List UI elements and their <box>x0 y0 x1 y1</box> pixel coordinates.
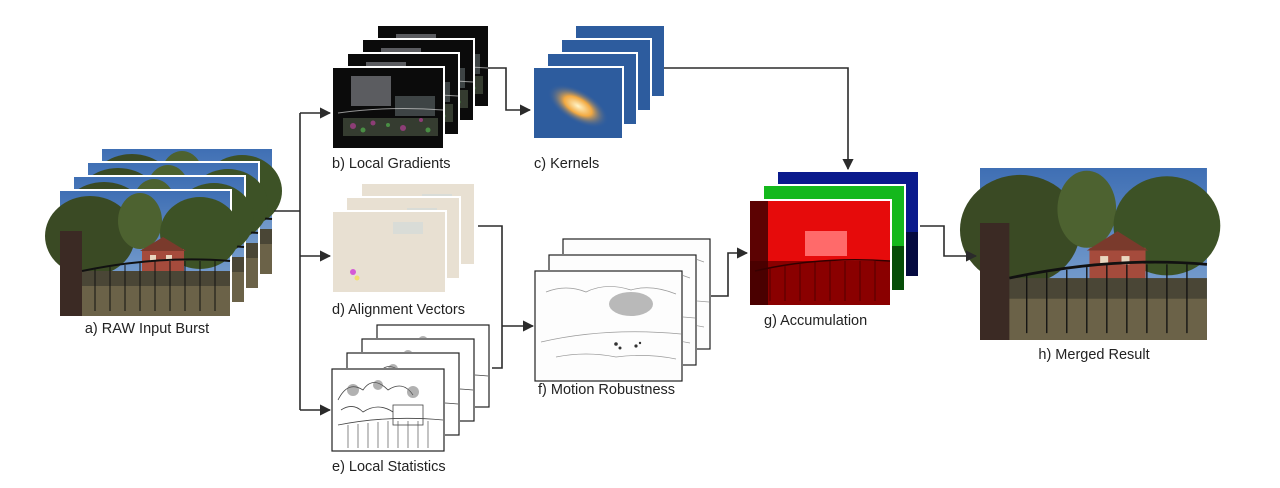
raw-input-stack <box>44 147 283 318</box>
arrow-accumulation-to-merged <box>920 225 978 262</box>
arrow-kernels-to-accumulation <box>664 67 854 171</box>
arrow-motion-to-accumulation <box>711 247 749 297</box>
motion-robustness-label: f) Motion Robustness <box>538 382 675 398</box>
arrow-alignment-to-merge <box>478 225 503 326</box>
motion-robustness-stack <box>534 238 711 382</box>
alignment-vectors-stack <box>331 182 476 294</box>
local-statistics-stack <box>331 324 490 452</box>
merged-result-label: h) Merged Result <box>1038 347 1149 363</box>
kernels-stack <box>532 24 666 140</box>
local-gradients-label: b) Local Gradients <box>332 156 450 172</box>
local-statistics-label: e) Local Statistics <box>332 459 446 475</box>
accumulation-stack <box>748 170 920 307</box>
local-gradients-stack <box>331 24 490 150</box>
arrow-statistics-to-merge <box>492 326 503 369</box>
alignment-vectors-label: d) Alignment Vectors <box>332 302 465 318</box>
kernels-label: c) Kernels <box>534 156 599 172</box>
merged-result-image <box>958 166 1222 342</box>
accumulation-label: g) Accumulation <box>764 313 867 329</box>
arrow-gradients-to-kernels <box>488 67 532 116</box>
raw-input-label: a) RAW Input Burst <box>85 321 209 337</box>
